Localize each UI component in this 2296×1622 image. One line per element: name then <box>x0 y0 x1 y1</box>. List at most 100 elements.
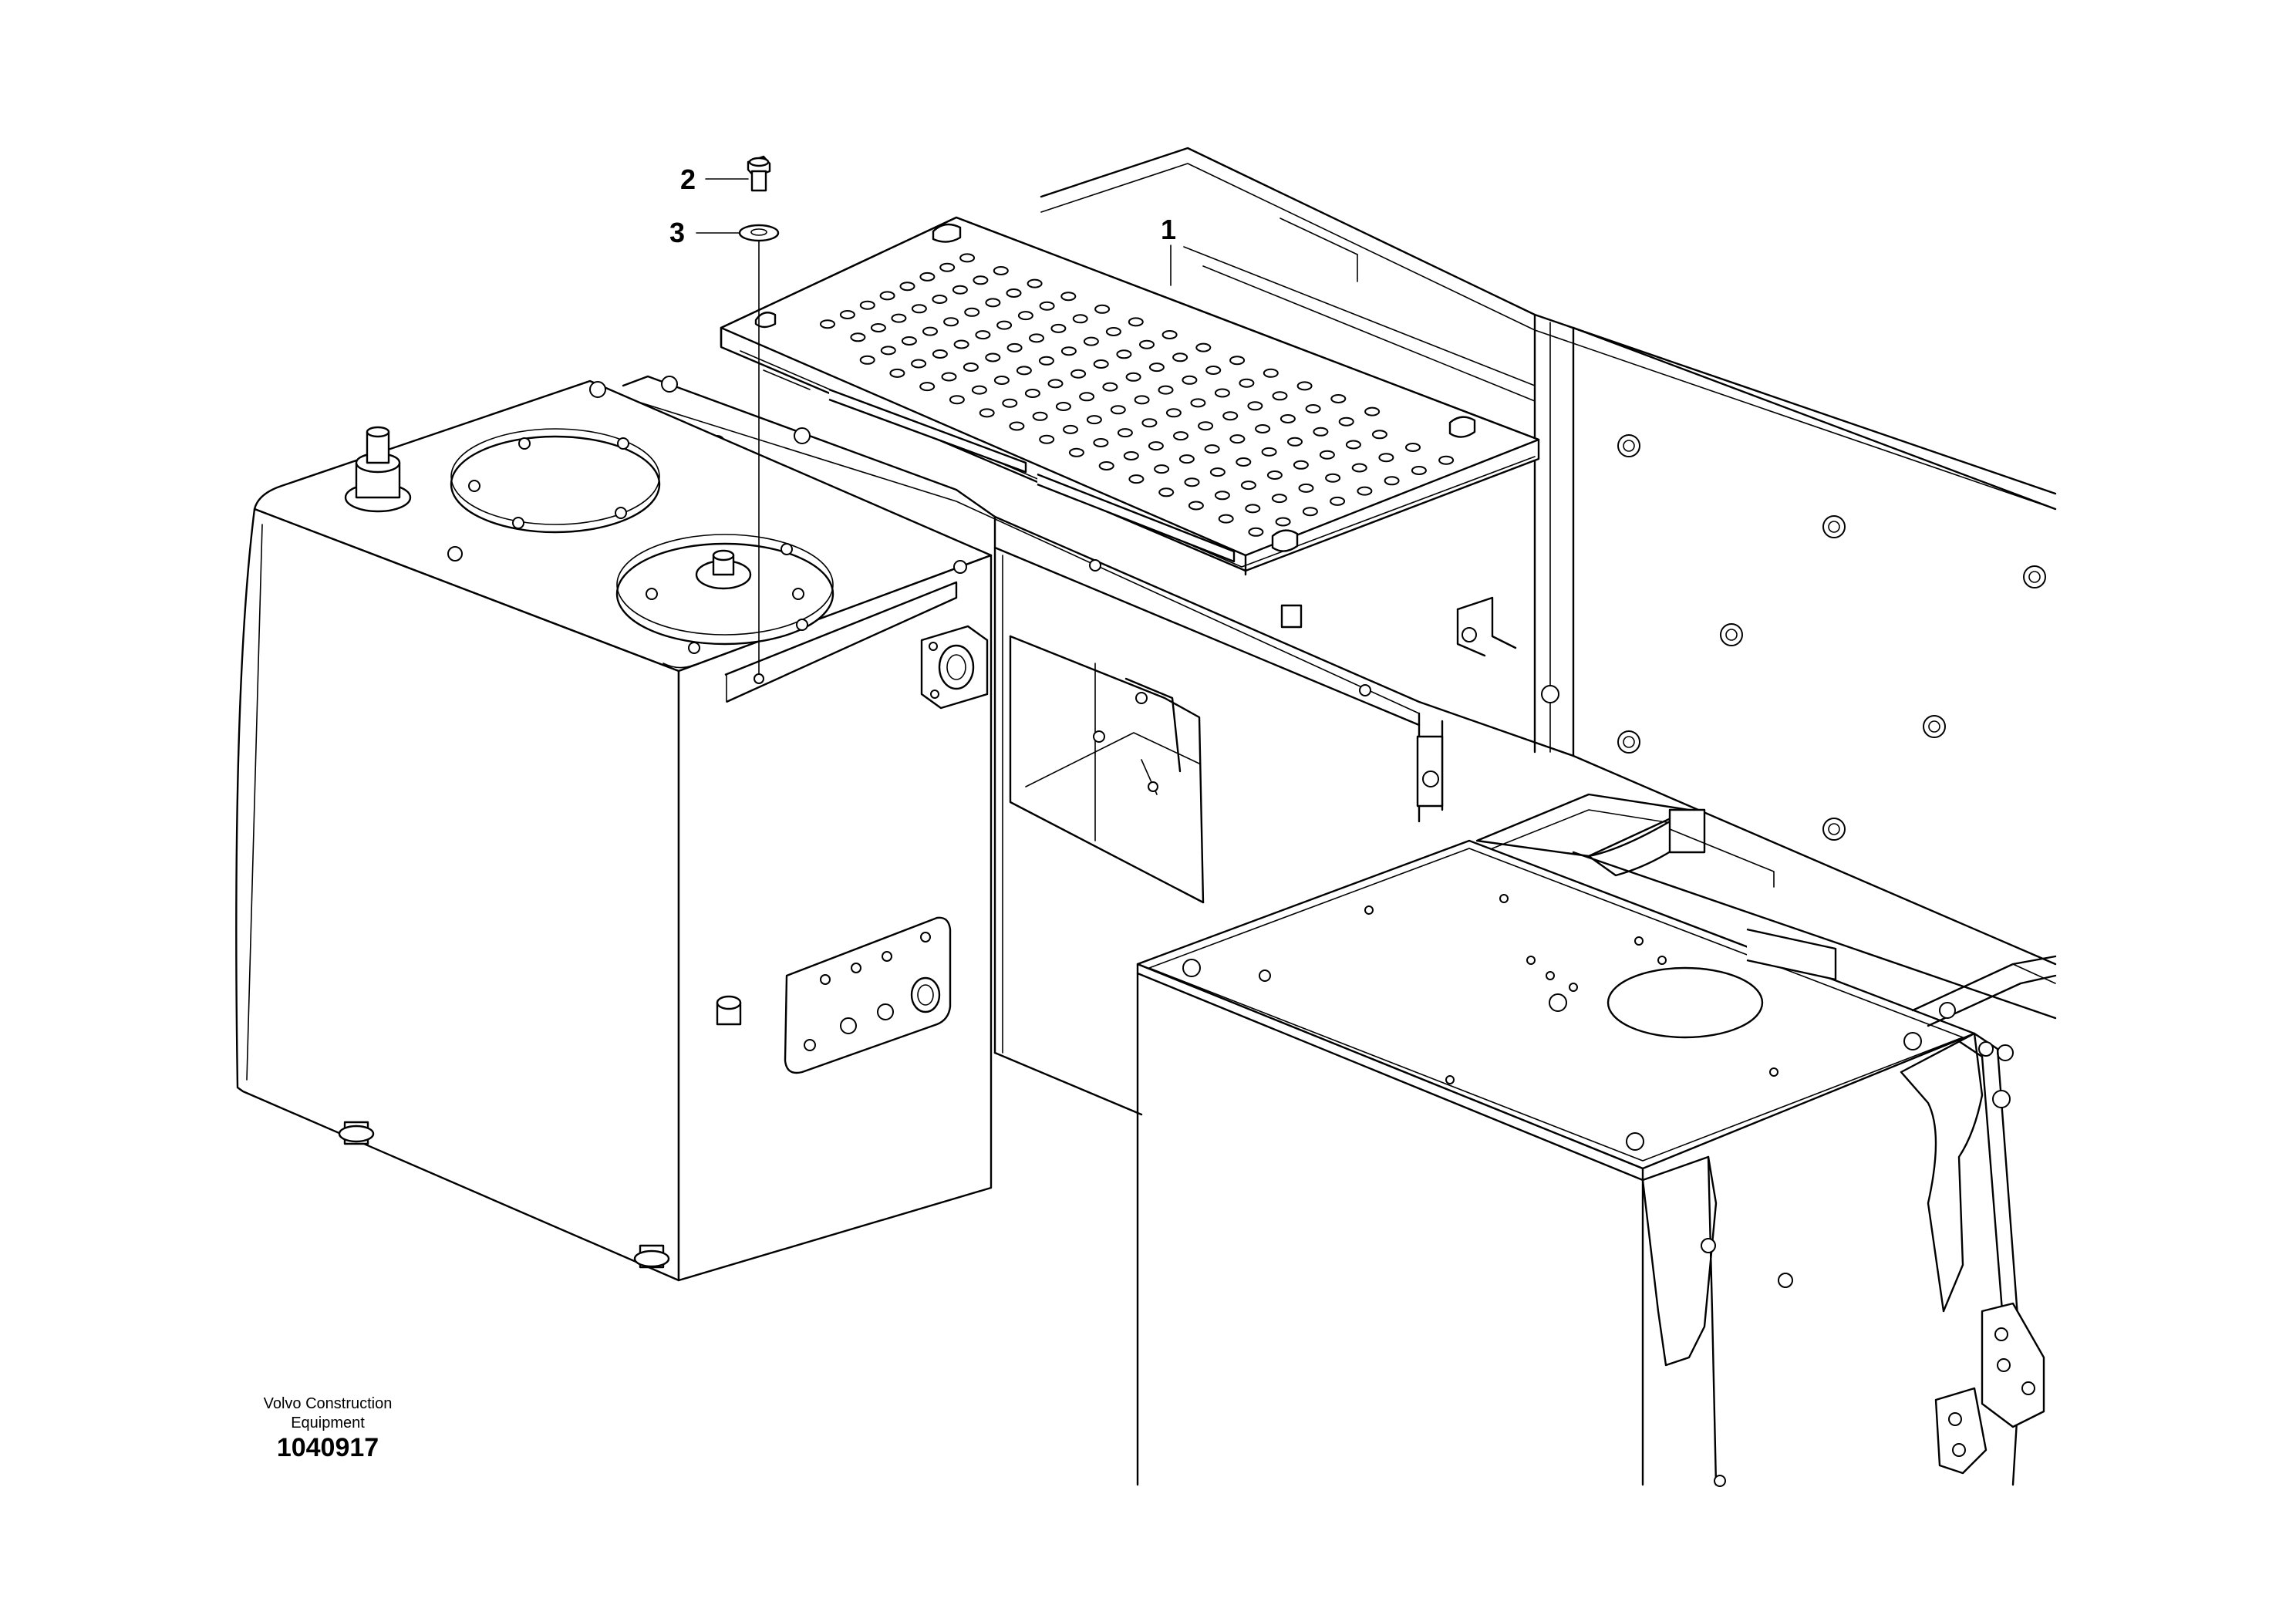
perforation-hole <box>1330 394 1347 403</box>
perforation-hole <box>1247 401 1263 411</box>
perforation-hole <box>1357 486 1373 496</box>
perforation-hole <box>880 346 896 356</box>
screw <box>747 155 771 192</box>
perforation-hole <box>1248 527 1264 537</box>
washer <box>738 224 780 242</box>
perforation-hole <box>975 330 991 340</box>
perforation-hole <box>1055 402 1071 411</box>
perforation-hole <box>1039 434 1055 444</box>
front-port-plate <box>784 916 952 1074</box>
perforation-hole <box>1302 507 1318 517</box>
perforation-hole <box>1275 517 1291 527</box>
perforation-hole <box>1184 477 1200 487</box>
tank-foot <box>338 1121 375 1145</box>
angled-cover <box>1475 793 2057 1020</box>
perforation-hole <box>1364 406 1381 416</box>
perforation-hole <box>1204 444 1220 454</box>
grommet <box>1617 730 1640 754</box>
background-frame <box>1040 147 2057 966</box>
perforation-hole <box>1016 366 1032 376</box>
perforation-hole <box>870 323 886 332</box>
perforation-hole <box>1338 416 1354 427</box>
perforation-hole <box>1141 418 1158 428</box>
perforation-hole <box>932 295 948 304</box>
perforation-hole <box>1271 494 1287 504</box>
grommet <box>2023 565 2046 588</box>
perforation-hole <box>932 349 948 359</box>
grommet <box>1720 623 1743 646</box>
perforation-hole <box>1261 447 1277 457</box>
perforation-hole <box>1117 428 1133 438</box>
perforation-hole <box>1027 278 1043 288</box>
perforation-hole <box>939 262 956 272</box>
perforation-hole <box>1086 415 1102 425</box>
perforation-hole <box>1255 424 1271 433</box>
perforation-hole <box>1158 487 1175 497</box>
callout-3-label: 3 <box>669 217 685 248</box>
perforation-hole <box>1029 333 1044 343</box>
perforation-hole <box>891 313 907 323</box>
perforation-hole <box>985 298 1001 308</box>
perforation-hole <box>1371 430 1387 440</box>
perforation-hole <box>1024 389 1040 398</box>
perforation-hole <box>1345 440 1361 450</box>
perforation-hole <box>1154 464 1170 474</box>
perforation-hole <box>1240 481 1256 491</box>
drawing-number: 1040917 <box>276 1433 379 1462</box>
perforation-hole <box>1050 323 1067 333</box>
perforation-hole <box>1313 427 1329 437</box>
perforation-hole <box>952 285 968 295</box>
perforation-hole <box>1006 288 1022 298</box>
perforation-hole <box>922 326 938 336</box>
perforation-hole <box>1245 504 1261 514</box>
perforation-hole <box>985 352 1001 363</box>
perforation-hole <box>1188 501 1204 511</box>
perforation-hole <box>1094 304 1111 314</box>
perforation-hole <box>1325 473 1341 483</box>
perforation-hole <box>1165 408 1182 418</box>
grommet <box>1822 818 1846 841</box>
perforation-hole <box>959 253 976 263</box>
right-cabinet <box>1136 839 1976 1486</box>
perforation-hole <box>963 363 979 372</box>
perforation-hole <box>839 310 855 319</box>
perforation-hole <box>1083 336 1099 346</box>
manufacturer-name-line1: Volvo Construction <box>263 1395 393 1412</box>
perforation-hole <box>1178 454 1195 464</box>
perforation-hole <box>1190 398 1206 408</box>
perforation-hole <box>949 395 965 405</box>
perforation-hole <box>859 300 875 310</box>
perforation-hole <box>1218 514 1234 524</box>
perforation-hole <box>1263 368 1279 378</box>
perforation-hole <box>1070 369 1087 379</box>
perforation-hole <box>850 332 866 342</box>
perforation-hole <box>1148 441 1164 451</box>
perforation-hole <box>1006 342 1023 352</box>
perforation-hole <box>1079 392 1095 402</box>
perforation-hole <box>1116 349 1132 359</box>
perforation-hole <box>964 307 980 317</box>
perforation-hole <box>1009 421 1025 431</box>
perforation-hole <box>1148 363 1165 373</box>
perforation-hole <box>1072 314 1088 324</box>
side-wall-grommets <box>1617 434 2046 841</box>
grommet <box>1617 434 1640 457</box>
perforation-hole <box>1032 411 1048 421</box>
perforation-hole <box>996 320 1013 330</box>
callout-1-label: 1 <box>1161 214 1176 245</box>
perforation-hole <box>1330 496 1346 506</box>
perforation-hole <box>889 368 905 378</box>
mounting-bracket <box>724 581 958 703</box>
perforation-hole <box>953 339 969 349</box>
perforation-hole <box>1102 382 1118 392</box>
perforation-hole <box>1205 366 1222 375</box>
perforation-hole <box>1229 356 1246 366</box>
perforation-hole <box>1123 451 1139 460</box>
perforation-hole <box>1172 352 1188 363</box>
perforation-hole <box>1266 470 1283 480</box>
perforation-hole <box>1139 339 1155 349</box>
perforation-hole <box>1038 356 1054 366</box>
perforation-hole <box>1182 375 1198 385</box>
perforation-hole <box>1173 431 1188 441</box>
